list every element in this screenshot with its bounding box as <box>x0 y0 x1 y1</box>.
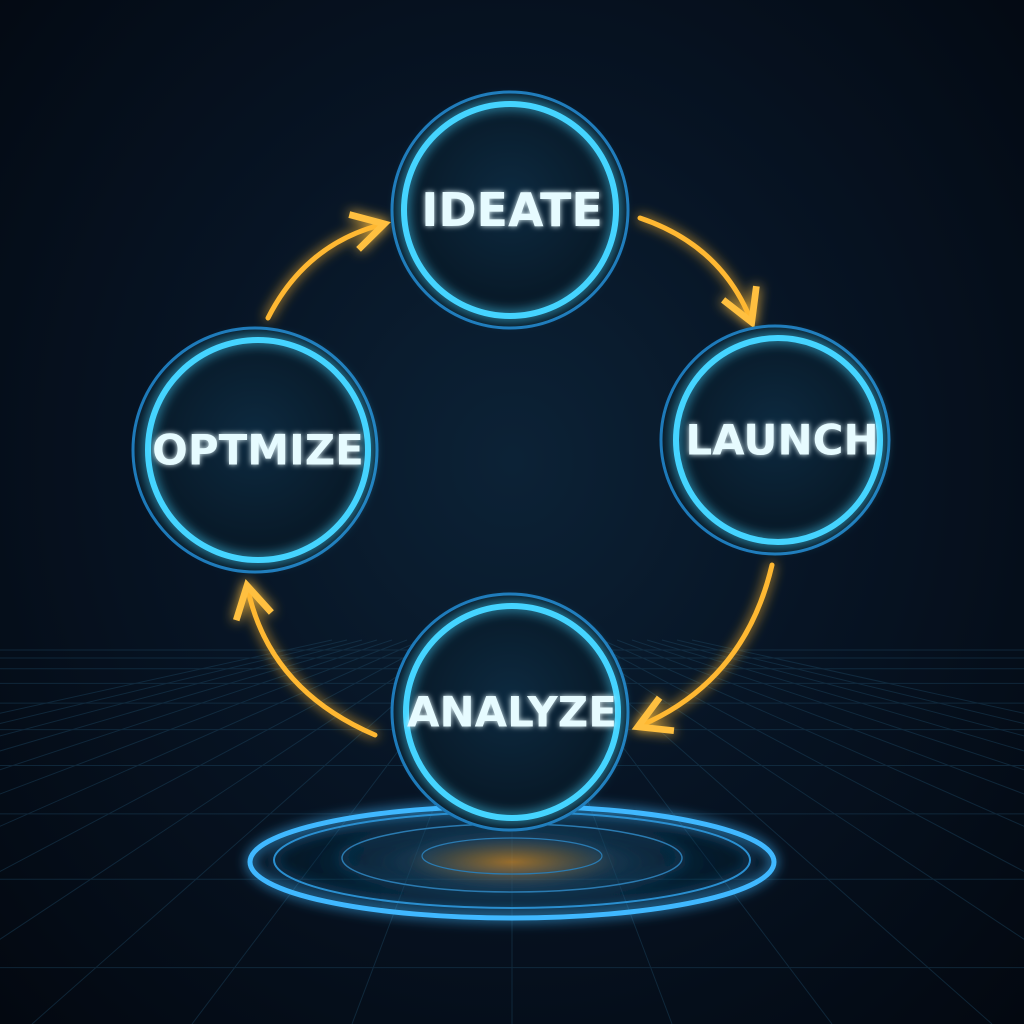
grid-line <box>0 639 393 771</box>
grid-line <box>676 639 1024 725</box>
grid-line <box>631 639 1024 771</box>
node-label: OPTMIZE <box>152 426 364 475</box>
node-label: ANALYZE <box>407 688 617 737</box>
grid-line <box>0 639 408 795</box>
node-ideate: IDEATE <box>390 90 630 330</box>
node-label: LAUNCH <box>685 416 878 465</box>
arrow-ideate-to-launch <box>637 215 760 329</box>
grid-line <box>0 639 333 714</box>
grid-line <box>0 639 423 827</box>
node-optimize: OPTMIZE <box>131 326 379 574</box>
grid-line <box>556 639 993 1024</box>
grid-line <box>601 639 1024 827</box>
node-analyze: ANALYZE <box>390 592 630 832</box>
grid-line <box>691 639 1024 714</box>
arrow-analyze-to-optimize <box>233 578 378 738</box>
grid-line <box>0 639 378 752</box>
grid-line <box>0 639 438 873</box>
node-launch: LAUNCH <box>659 324 891 556</box>
arrow-launch-to-analyze <box>631 562 775 735</box>
cycle-arrows <box>233 211 775 738</box>
arrow-optimize-to-ideate <box>265 211 391 321</box>
grid-line <box>586 639 1024 873</box>
node-label: IDEATE <box>421 183 603 237</box>
grid-line <box>0 639 453 940</box>
grid-line <box>0 639 348 725</box>
grid-line <box>0 639 363 737</box>
grid-line <box>616 639 1024 795</box>
grid-line <box>646 639 1024 752</box>
grid-line <box>661 639 1024 737</box>
